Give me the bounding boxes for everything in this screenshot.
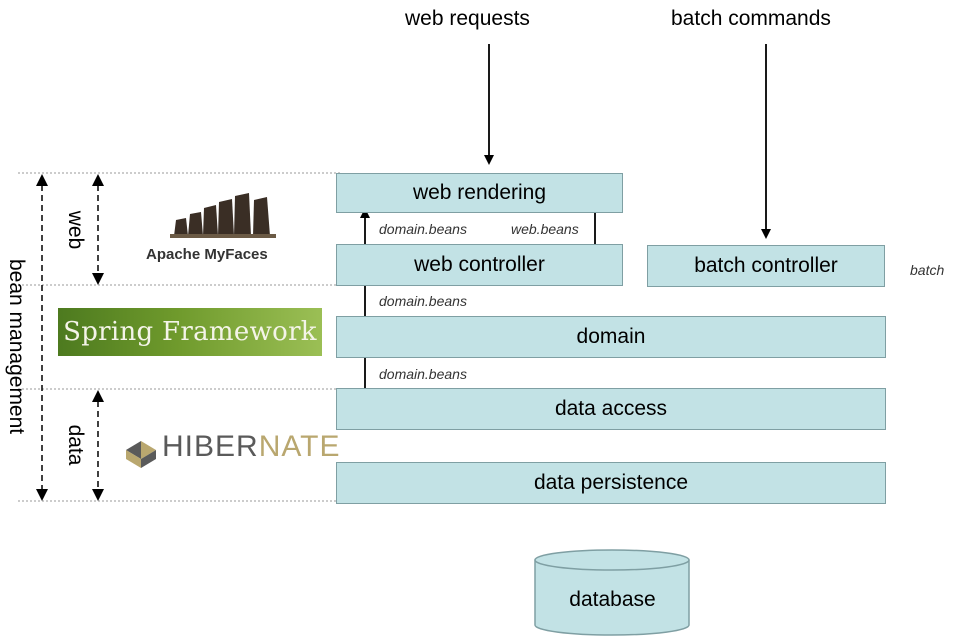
data-access-box: data access bbox=[336, 388, 886, 430]
hibernate-cube-logo bbox=[126, 441, 156, 468]
hibernate-logo-text-part2: NATE bbox=[258, 430, 341, 463]
domain-beans-label-web: domain.beans bbox=[379, 221, 467, 237]
domain-beans-label-domain: domain.beans bbox=[379, 293, 467, 309]
layer-boundary-lines bbox=[18, 172, 340, 502]
bean-management-arrow bbox=[36, 174, 48, 501]
web-requests-label: web requests bbox=[405, 7, 530, 30]
data-persistence-box: data persistence bbox=[336, 462, 886, 504]
web-rendering-box: web rendering bbox=[336, 173, 623, 213]
data-access-label: data access bbox=[554, 397, 668, 420]
data-side-label: data bbox=[64, 424, 87, 466]
data-range-arrow bbox=[92, 390, 104, 501]
web-beans-label: web.beans bbox=[511, 221, 579, 237]
bean-management-label: bean management bbox=[5, 259, 28, 435]
web-side-label: web bbox=[64, 210, 87, 250]
batch-commands-label: batch commands bbox=[671, 7, 831, 30]
apache-myfaces-logo-text: Apache MyFaces bbox=[146, 246, 268, 263]
batch-controller-box: batch controller bbox=[647, 245, 885, 287]
data-persistence-label: data persistence bbox=[533, 471, 689, 494]
spring-framework-logo: Spring Framework bbox=[58, 308, 322, 356]
database-cylinder bbox=[534, 549, 690, 636]
domain-box: domain bbox=[336, 316, 886, 358]
database-label: database bbox=[569, 588, 656, 611]
web-range-arrow bbox=[92, 174, 104, 285]
domain-label: domain bbox=[576, 325, 646, 348]
batch-controller-label: batch controller bbox=[694, 254, 838, 277]
web-controller-box: web controller bbox=[336, 244, 623, 286]
hibernate-logo-text: HIBERNATE bbox=[162, 430, 340, 464]
spring-framework-logo-text: Spring Framework bbox=[63, 317, 317, 347]
hibernate-logo-text-part1: HIBER bbox=[162, 430, 259, 463]
web-controller-label: web controller bbox=[414, 253, 545, 276]
web-rendering-label: web rendering bbox=[412, 181, 547, 204]
batch-label: batch bbox=[910, 262, 945, 278]
myfaces-moai-graphic bbox=[170, 193, 276, 238]
domain-beans-label-data: domain.beans bbox=[379, 366, 467, 382]
